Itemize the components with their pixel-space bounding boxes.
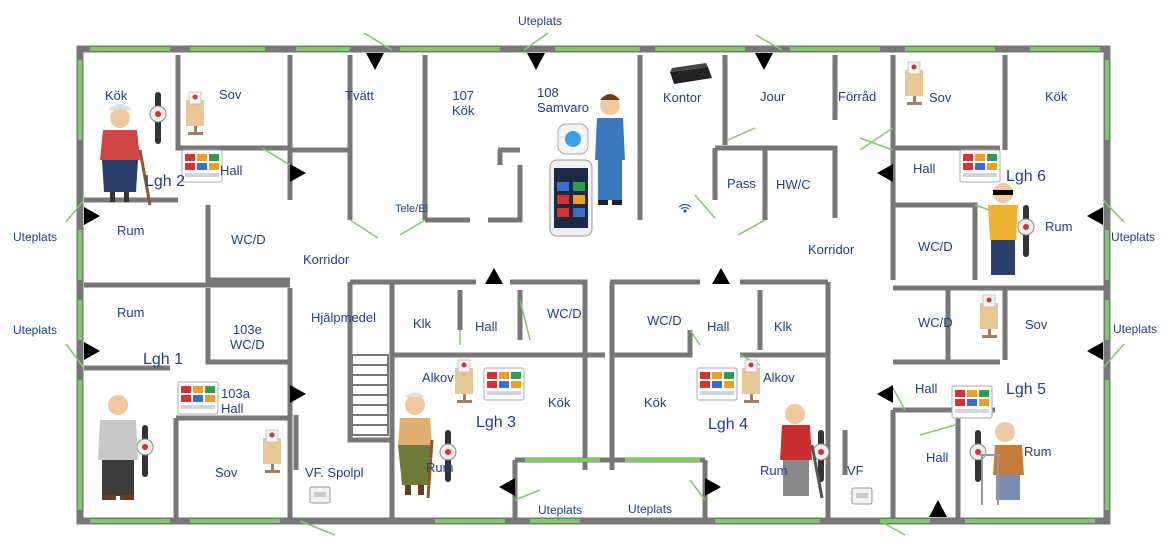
klk-lgh4-label: Klk [774,319,793,334]
hall-lgh6-label: Hall [913,161,936,176]
door-marker-icon [84,53,1103,517]
hall-lgh5-lower-label: Hall [926,450,949,465]
lgh1-label: Lgh 1 [143,351,184,368]
hall-lgh4-label: Hall [707,319,730,334]
hall-lgh2-label: Hall [220,163,243,178]
wcd-lgh5-label: WC/D [918,315,953,330]
room-103a-number: 103a [221,386,250,401]
kok-lgh6-label: Kök [1045,89,1068,104]
wcd-lgh4-label: WC/D [647,313,682,328]
wcd-lgh3-label: WC/D [547,306,582,321]
tele-el-label: Tele/El [395,203,429,215]
room-107-label: 107 Kök [452,88,474,118]
uteplats-right-upper-label: Uteplats [1111,230,1156,244]
sov-lgh1-label: Sov [215,465,238,480]
korridor-left-label: Korridor [303,252,350,267]
staff-figure-icon [595,94,625,205]
alkov-lgh4-label: Alkov [763,370,795,385]
kok-lgh3-label: Kök [548,395,571,410]
lgh6-label: Lgh 6 [1006,168,1047,185]
lgh5-label: Lgh 5 [1006,381,1047,398]
alkov-lgh3-label: Alkov [422,370,454,385]
interior-walls [84,55,1105,518]
alarm-button-icon [557,123,589,155]
klk-lgh3-label: Klk [413,316,432,331]
windows [78,47,1109,523]
vf-spolpl-label: VF. Spolpl [305,465,364,480]
rum-lgh1-label: Rum [117,305,145,320]
pass-label: Pass [727,176,756,191]
uteplats-left-upper-label: Uteplats [13,230,58,244]
room-103e-name: WC/D [230,337,265,352]
room-107-name: Kök [452,103,475,118]
forrad-label: Förråd [838,89,877,104]
room-108-name: Samvaro [537,100,590,115]
hwc-label: HW/C [776,177,811,192]
room-107-number: 107 [452,88,475,103]
room-103a-label: 103a Hall [221,386,250,416]
lgh2-label: Lgh 2 [145,173,186,190]
sov-lgh5-label: Sov [1025,317,1048,332]
rum-lgh3-label: Rum [426,460,454,475]
alkov-unit-icon [185,61,999,474]
wcd-lgh2-label: WC/D [231,232,266,247]
lgh3-label: Lgh 3 [476,414,517,431]
room-103e-label: 103e WC/D [230,322,265,352]
hjalpmedel-label: Hjälpmedel [311,310,377,325]
rum-lgh4-label: Rum [760,463,788,478]
tvatt-label: Tvätt [345,88,374,103]
rum-lgh5-label: Rum [1024,444,1052,459]
jour-label: Jour [760,89,786,104]
korridor-right-label: Korridor [808,242,855,257]
uteplats-top-label: Uteplats [518,14,563,28]
sov-lgh2-label: Sov [219,87,242,102]
sov-lgh6-label: Sov [929,90,952,105]
rum-lgh6-label: Rum [1045,219,1073,234]
stair [351,354,389,436]
wifi-icon [678,203,692,213]
room-103e-number: 103e [232,322,262,337]
room-103a-name: Hall [221,401,244,416]
kok-lgh4-label: Kök [644,395,667,410]
uteplats-bottom-right-label: Uteplats [628,502,673,516]
vf-label: VF [847,463,864,478]
door-swings [65,32,1125,536]
hall-lgh3-label: Hall [475,319,498,334]
network-switch-icon [670,63,712,84]
rum-lgh2-label: Rum [117,223,145,238]
lgh4-label: Lgh 4 [708,416,749,433]
hall-lgh5-upper-label: Hall [915,381,938,396]
kok-lgh2-label: Kök [105,88,128,103]
kontor-label: Kontor [663,90,702,105]
uteplats-left-lower-label: Uteplats [13,323,58,337]
uteplats-bottom-left-label: Uteplats [538,503,583,517]
smartphone-icon [549,159,593,237]
room-108-number: 108 [537,85,559,100]
resident-figure-icon [98,104,1024,505]
uteplats-right-lower-label: Uteplats [1113,322,1158,336]
wcd-lgh6-label: WC/D [918,239,953,254]
room-108-label: 108 Samvaro [537,85,589,115]
